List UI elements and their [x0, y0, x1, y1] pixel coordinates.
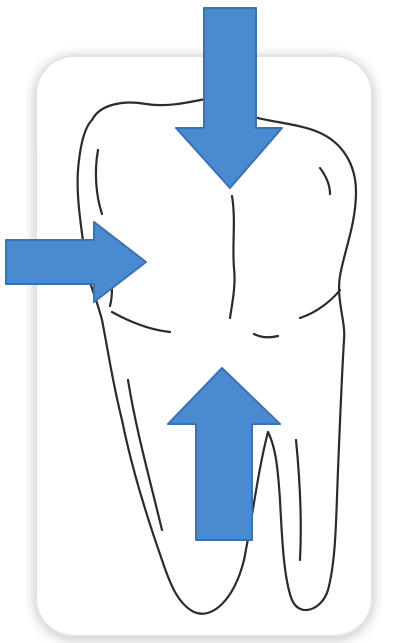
- diagram-stage: [0, 0, 406, 643]
- tooth-force-diagram: [0, 0, 406, 643]
